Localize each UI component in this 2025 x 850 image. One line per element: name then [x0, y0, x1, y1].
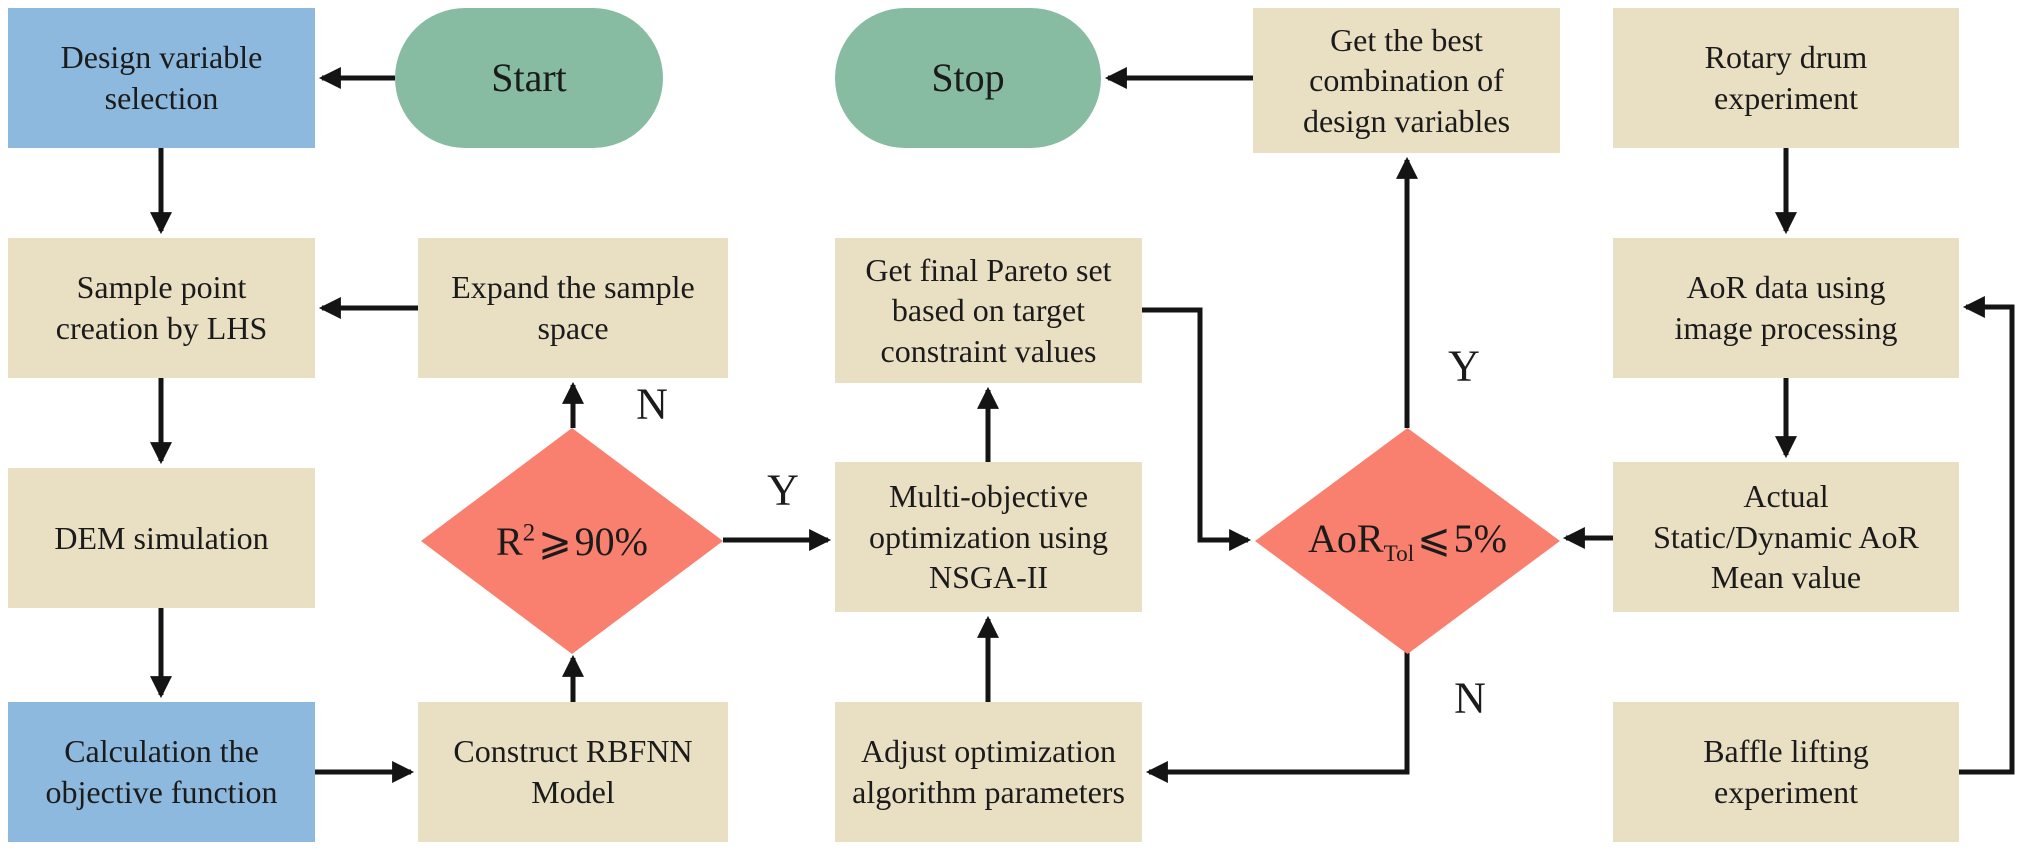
arrow-pareto-to-aorcheck [1142, 307, 1252, 551]
node-calculation-objective-function: Calculation the objective function [8, 702, 315, 842]
branch-label-r2-yes: Y [767, 465, 799, 515]
node-label: AoR data using image processing [1674, 269, 1898, 346]
node-label: Start [491, 54, 567, 100]
node-design-variable-selection: Design variable selection [8, 8, 315, 148]
node-start-terminal: Start [395, 8, 663, 148]
arrow-aorcheck-no-to-adjust [1145, 650, 1410, 783]
node-sample-point-creation: Sample point creation by LHS [8, 238, 315, 378]
node-aor-image-processing: AoR data using image processing [1613, 238, 1959, 378]
node-label: Construct RBFNN Model [453, 733, 693, 810]
node-label: Baffle lifting experiment [1703, 733, 1869, 810]
branch-label-aor-yes: Y [1448, 341, 1480, 391]
node-rotary-drum-experiment: Rotary drum experiment [1613, 8, 1959, 148]
decision-label: R2⩾90% [496, 518, 648, 565]
node-construct-rbfnn: Construct RBFNN Model [418, 702, 728, 842]
node-expand-sample-space: Expand the sample space [418, 238, 728, 378]
node-label: Multi-objective optimization using NSGA-… [868, 478, 1109, 596]
node-label: Get final Pareto set based on target con… [865, 251, 1112, 369]
node-dem-simulation: DEM simulation [8, 468, 315, 608]
node-baffle-lifting-experiment: Baffle lifting experiment [1613, 702, 1959, 842]
branch-label-r2-no: N [636, 379, 668, 429]
node-adjust-parameters: Adjust optimization algorithm parameters [835, 702, 1142, 842]
node-best-combination: Get the best combination of design varia… [1253, 8, 1560, 153]
node-label: Actual Static/Dynamic AoR Mean value [1653, 478, 1919, 596]
decision-label: AoRTol⩽5% [1307, 515, 1507, 567]
node-label: Rotary drum experiment [1704, 39, 1868, 116]
node-label: Stop [931, 54, 1005, 100]
node-label: DEM simulation [54, 519, 269, 556]
node-label: Expand the sample space [451, 269, 695, 346]
node-label: Calculation the objective function [45, 733, 278, 810]
node-actual-aor-mean: Actual Static/Dynamic AoR Mean value [1613, 462, 1959, 612]
node-nsga-optimization: Multi-objective optimization using NSGA-… [835, 462, 1142, 612]
node-label: Sample point creation by LHS [55, 269, 268, 346]
node-label: Get the best combination of design varia… [1302, 21, 1511, 139]
branch-label-aor-no: N [1454, 673, 1486, 723]
node-label: Adjust optimization algorithm parameters [852, 733, 1125, 810]
arrow-baffle-to-aordata [1959, 296, 2015, 775]
node-stop-terminal: Stop [835, 8, 1101, 148]
node-final-pareto-set: Get final Pareto set based on target con… [835, 238, 1142, 383]
node-label: Design variable selection [60, 39, 263, 116]
